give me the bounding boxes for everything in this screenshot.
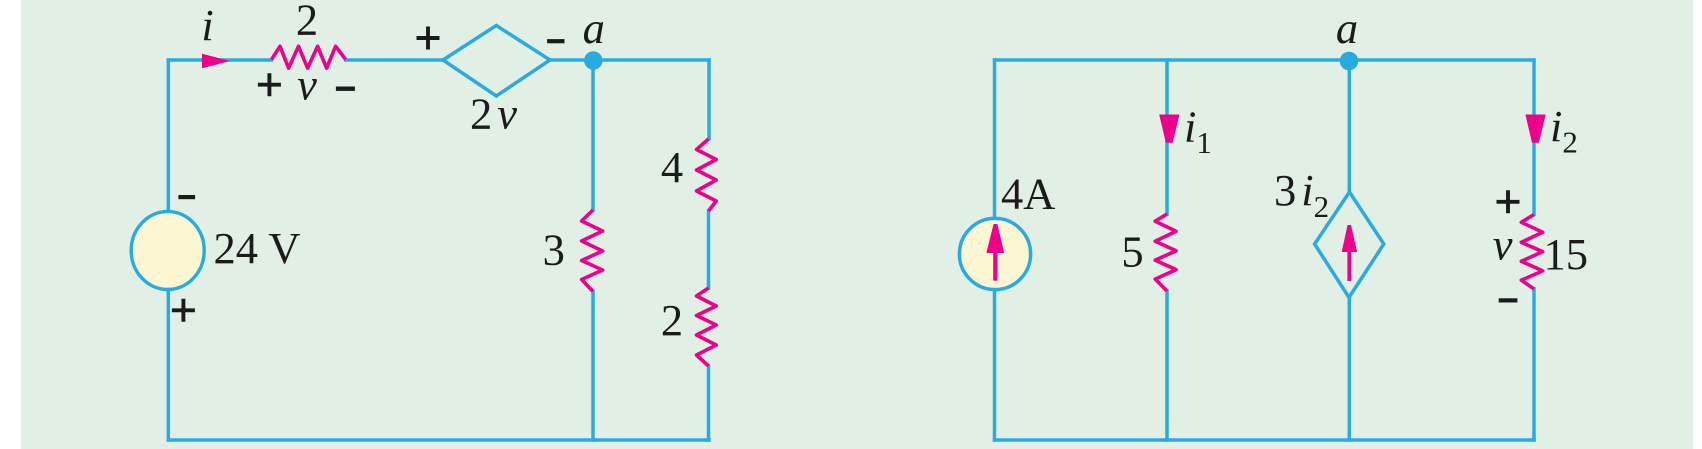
svg-text:i: i [201,0,213,50]
svg-text:2: 2 [296,0,318,45]
svg-text:5: 5 [1121,227,1143,277]
svg-text:4: 4 [661,142,683,192]
svg-text:4A: 4A [1001,168,1055,218]
svg-text:2: 2 [661,295,683,345]
svg-text:v: v [1493,220,1513,270]
svg-text:24 V: 24 V [214,223,301,273]
svg-text:a: a [583,3,605,53]
svg-text:15: 15 [1544,229,1589,279]
svg-text:v: v [297,59,317,109]
svg-text:3: 3 [543,225,565,275]
svg-text:a: a [1336,3,1358,53]
